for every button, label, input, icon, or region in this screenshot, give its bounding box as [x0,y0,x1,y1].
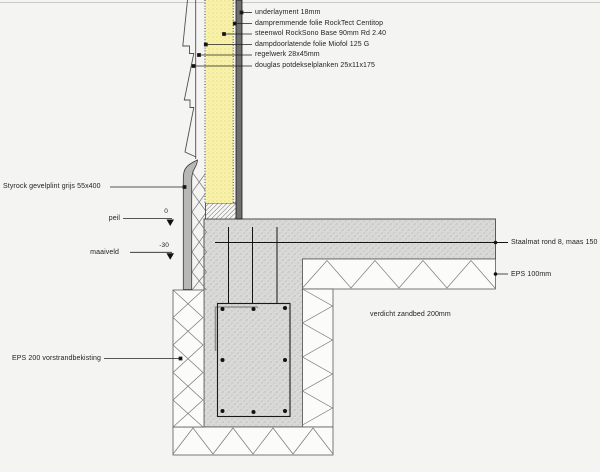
staalmat-leader-dot [493,240,498,245]
eps-vorstrand-bottom [172,426,334,456]
peil-value: 0 [164,208,168,215]
clapboard-planks [182,0,197,159]
maaiveld-marker [130,251,174,260]
eps-vorstrand-right [301,288,334,428]
wall-layer-leaders [191,10,252,68]
eps200-leader [104,356,183,361]
label-underlayment: underlayment 18mm [255,8,321,16]
stirrup [216,302,291,418]
label-steenwol: steenwol RockSono Base 90mm Rd 2.40 [255,30,387,37]
label-regelwerk: regelwerk 28x45mm [255,51,320,58]
rebar-dots [220,306,287,414]
sill-hatch-block [205,202,238,220]
peil-marker [123,218,174,226]
label-potdekselplanken: douglas potdekselplanken 25x11x175 [255,62,376,69]
label-styrock-plinth: Styrock gevelplint grijs 55x400 [3,183,101,190]
plinth-leader [110,185,187,189]
underlayment-board [235,0,243,220]
label-maaiveld: maaiveld [90,248,119,256]
label-peil: peil [108,215,120,222]
label-staalmat: Staalmat rond 8, maas 150 [511,239,598,246]
label-dampdoorlatende-folie: dampdoorlatende folie Miofol 125 G [255,40,370,48]
label-dampremmende-folie: dampremmende folie RockTect Centitop [255,19,384,27]
maaiveld-value: -30 [159,241,169,249]
concrete-foundation [203,218,496,428]
label-eps100: EPS 100mm [511,270,552,278]
staalmat-mesh [215,227,508,303]
eps-100-strip [302,258,496,290]
starter-bar [214,306,258,351]
styrock-plinth [182,159,198,290]
eps100-leader [493,272,508,276]
eps-vorstrand-left [172,289,205,428]
label-zandbed: verdicht zandbed 200mm [370,311,451,318]
label-eps200: EPS 200 vorstrandbekisting [12,355,101,362]
steenwol-insulation [205,0,233,203]
